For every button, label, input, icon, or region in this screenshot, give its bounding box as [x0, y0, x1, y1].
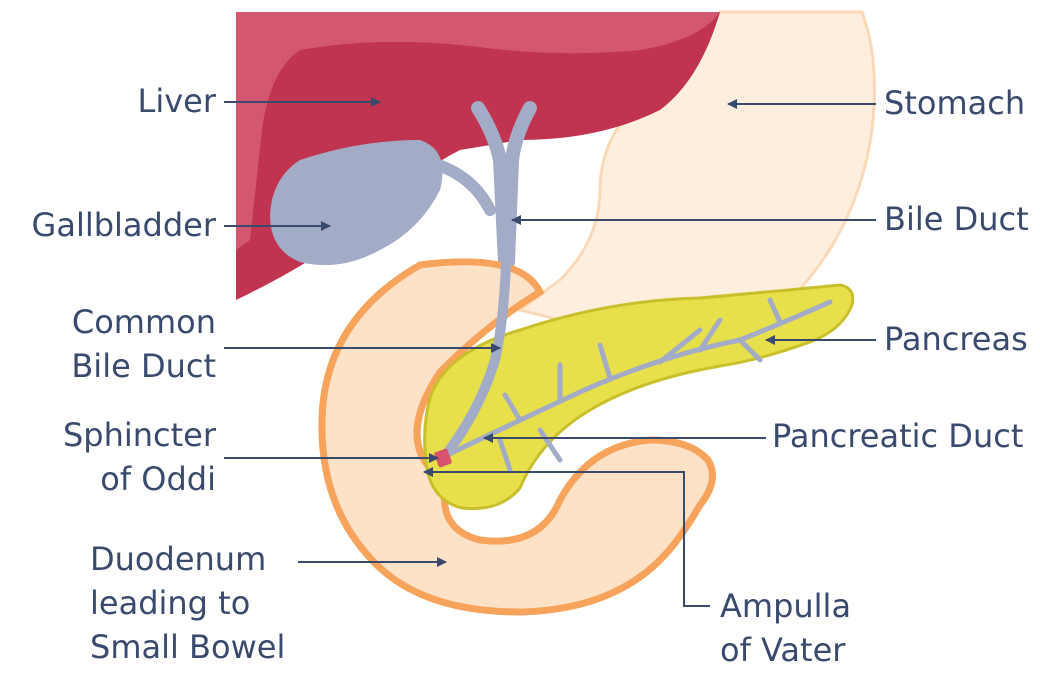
label-sphincter-of-oddi-line-2: of Oddi	[63, 457, 216, 501]
label-common-bile-duct-line-1: Common	[71, 300, 216, 344]
label-duodenum-line-2: leading to	[90, 581, 285, 625]
label-sphincter-of-oddi-line-1: Sphincter	[63, 413, 216, 457]
label-ampulla-of-vater-line-1: Ampulla	[720, 584, 851, 628]
label-stomach: Stomach	[884, 81, 1025, 125]
label-duodenum-line-1: Duodenum	[90, 537, 285, 581]
label-pancreas: Pancreas	[884, 317, 1028, 361]
label-sphincter-of-oddi: Sphincter of Oddi	[63, 413, 216, 501]
label-ampulla-of-vater: Ampulla of Vater	[720, 584, 851, 672]
label-pancreatic-duct: Pancreatic Duct	[772, 414, 1023, 458]
label-gallbladder: Gallbladder	[32, 203, 216, 247]
label-duodenum: Duodenum leading to Small Bowel	[90, 537, 285, 669]
label-ampulla-of-vater-line-2: of Vater	[720, 628, 851, 672]
label-common-bile-duct-line-2: Bile Duct	[71, 344, 216, 388]
label-common-bile-duct: Common Bile Duct	[71, 300, 216, 388]
label-duodenum-line-3: Small Bowel	[90, 625, 285, 669]
label-liver: Liver	[138, 79, 217, 123]
label-bile-duct: Bile Duct	[884, 197, 1029, 241]
